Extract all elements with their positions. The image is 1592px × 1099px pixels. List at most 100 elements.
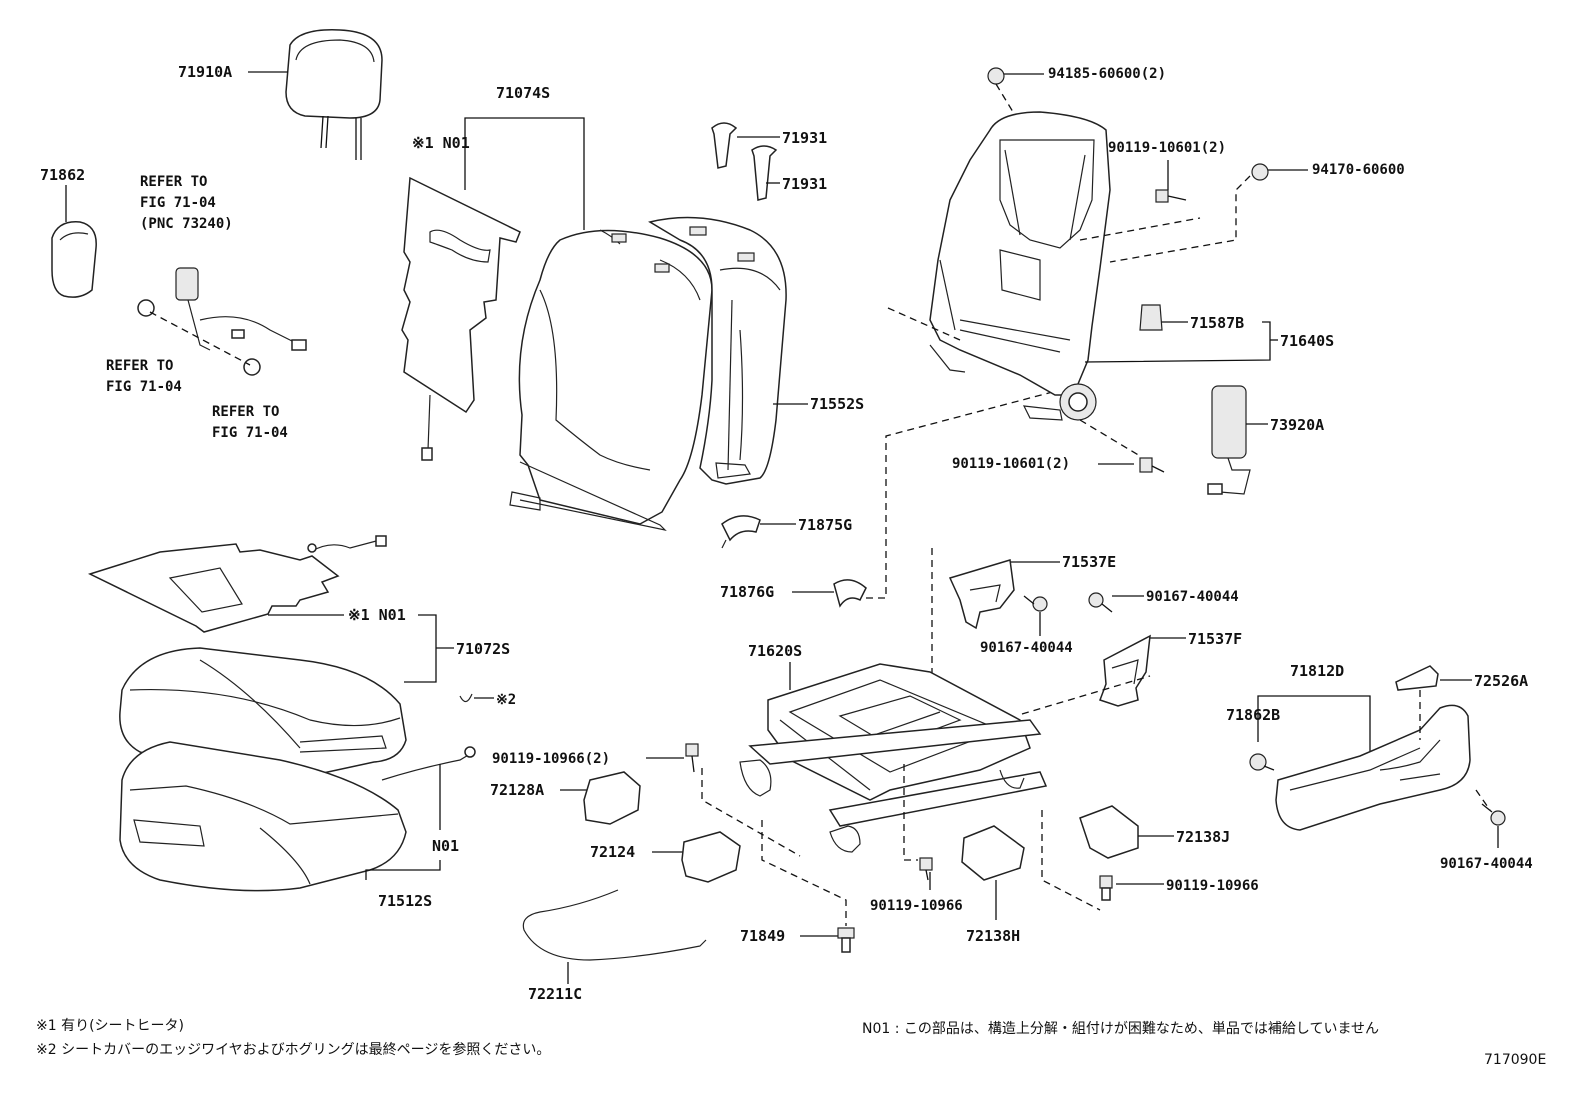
- bolt-90119-10966-a-icon: [919, 857, 933, 881]
- dashed-71849: [761, 820, 847, 926]
- shield-71537E-drawing: [948, 559, 1015, 630]
- seat-cushion-frame-drawing: [739, 663, 1048, 853]
- label-71862: 71862: [40, 166, 85, 184]
- nut-94170-icon: [1251, 163, 1269, 181]
- dashed-90119-mid: [1079, 419, 1141, 457]
- label-71587B: 71587B: [1190, 314, 1244, 332]
- bolt-90119-10966-2-icon: [685, 743, 699, 773]
- label-71512S: 71512S: [378, 892, 432, 910]
- label-71875G: 71875G: [798, 516, 852, 534]
- cushion-pad-drawing: [119, 741, 407, 892]
- buckle-drawing: [137, 267, 307, 376]
- cover-71876G-drawing: [833, 579, 867, 608]
- footnote-2: ※2 シートカバーのエッジワイヤおよびホグリングは最終ページを参照ください。: [36, 1041, 550, 1058]
- seat-back-pad-drawing: [509, 229, 713, 531]
- cover-72138J-drawing: [1079, 805, 1139, 859]
- wire-72211C-drawing: [522, 889, 707, 961]
- edge-wire-drawing: [381, 746, 476, 781]
- refer-label-3a: REFER TO: [212, 404, 279, 420]
- label-72138J: 72138J: [1176, 828, 1230, 846]
- dashed-72138J: [1041, 810, 1101, 911]
- screw-90167-b-icon: [1088, 592, 1113, 613]
- bolt-90119-top-icon: [1155, 189, 1187, 203]
- clip-71931-drawing: [711, 122, 778, 201]
- label-71849: 71849: [740, 927, 785, 945]
- label-71812D: 71812D: [1290, 662, 1344, 680]
- refer-label-2b: FIG 71-04: [106, 379, 182, 395]
- dashed-frame-left: [887, 307, 961, 341]
- dashed-90167-c: [1475, 789, 1491, 811]
- label-90119-10966-a: 90119-10966: [870, 898, 963, 914]
- dashed-72138H: [903, 764, 918, 861]
- side-shield-drawing: [1275, 704, 1471, 831]
- bolt-71849-icon: [837, 927, 855, 953]
- bolt-90119-10966-b-icon: [1099, 875, 1113, 901]
- label-N01-cushion: N01: [432, 837, 459, 855]
- label-90119-10601-mid: 90119-10601(2): [952, 456, 1070, 472]
- label-90167-40044-a: 90167-40044: [980, 640, 1073, 656]
- footnote-n01: N01 : この部品は、構造上分解・組付けが困難なため、単品では補給していません: [862, 1021, 1379, 1037]
- screw-90167-c-icon: [1481, 803, 1506, 826]
- seat-back-frame-drawing: [929, 111, 1111, 421]
- shield-71537F-drawing: [1099, 634, 1151, 707]
- cover-72138H-drawing: [961, 825, 1025, 881]
- clip-71862B-icon: [1249, 753, 1275, 771]
- label-71876G: 71876G: [720, 583, 774, 601]
- label-90119-10966-2: 90119-10966(2): [492, 751, 610, 767]
- bolt-90119-mid-icon: [1139, 457, 1165, 473]
- label-94170-60600: 94170-60600: [1312, 162, 1405, 178]
- bracket-71812D: [1257, 695, 1371, 752]
- dashed-leader-71876G: [866, 389, 1061, 599]
- cover-72124-drawing: [681, 831, 741, 883]
- label-71537F: 71537F: [1188, 630, 1242, 648]
- label-90167-40044-c: 90167-40044: [1440, 856, 1533, 872]
- label-71640S: 71640S: [1280, 332, 1334, 350]
- back-heater-sheet-drawing: [401, 176, 521, 461]
- label-71931-b: 71931: [782, 175, 827, 193]
- seat-back-cover-drawing: [648, 216, 787, 485]
- bracket-71072S: [404, 614, 437, 683]
- headrest-drawing: [285, 29, 383, 160]
- cushion-heater-sheet-drawing: [87, 535, 387, 633]
- refer-label-1c: (PNC 73240): [140, 216, 233, 232]
- label-N01-cushion-heater: ※1 N01: [348, 606, 406, 624]
- label-72124: 72124: [590, 843, 635, 861]
- dashed-94170: [1109, 175, 1251, 263]
- dashed-frame-shield: [1021, 675, 1151, 715]
- dashed-frame-right: [1079, 217, 1201, 241]
- label-71931-a: 71931: [782, 129, 827, 147]
- label-72211C: 72211C: [528, 985, 582, 1003]
- cover-71862-drawing: [51, 221, 97, 298]
- figure-id: 717090E: [1484, 1052, 1546, 1068]
- label-71074S: 71074S: [496, 84, 550, 102]
- refer-label-1b: FIG 71-04: [140, 195, 216, 211]
- leader-71074S: [464, 117, 585, 230]
- refer-label-3b: FIG 71-04: [212, 425, 288, 441]
- bracket-71640S: [1084, 321, 1271, 363]
- clip-71587B-icon: [1139, 304, 1163, 331]
- label-90119-10601-top: 90119-10601(2): [1108, 140, 1226, 156]
- label-90119-10966-b: 90119-10966: [1166, 878, 1259, 894]
- side-airbag-drawing: [1207, 385, 1251, 495]
- label-mark-2: ※2: [496, 692, 516, 708]
- label-71620S: 71620S: [748, 642, 802, 660]
- label-71910A: 71910A: [178, 63, 232, 81]
- screw-90167-a-icon: [1023, 595, 1048, 612]
- label-71552S: 71552S: [810, 395, 864, 413]
- refer-label-2a: REFER TO: [106, 358, 173, 374]
- dashed-94185: [995, 83, 1025, 131]
- label-73920A: 73920A: [1270, 416, 1324, 434]
- label-71862B: 71862B: [1226, 706, 1280, 724]
- label-72138H: 72138H: [966, 927, 1020, 945]
- label-72128A: 72128A: [490, 781, 544, 799]
- cover-71875G-drawing: [721, 515, 761, 549]
- label-90167-40044-b: 90167-40044: [1146, 589, 1239, 605]
- label-71072S: 71072S: [456, 640, 510, 658]
- bracket-71512S: [365, 860, 441, 880]
- hog-ring-icon: [459, 693, 473, 703]
- label-N01-back-heater: ※1 N01: [412, 134, 470, 152]
- refer-label-1a: REFER TO: [140, 174, 207, 190]
- label-72526A: 72526A: [1474, 672, 1528, 690]
- label-94185-60600: 94185-60600(2): [1048, 66, 1166, 82]
